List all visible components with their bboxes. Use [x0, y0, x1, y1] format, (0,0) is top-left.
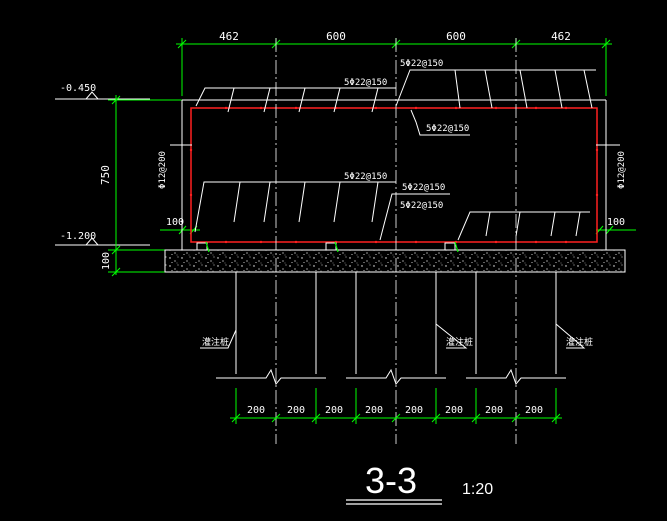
pile-label-leaders — [200, 323, 586, 349]
side-rebar-left-label: Φ12@200 — [158, 151, 168, 189]
pile-label-2: 灌注桩 — [446, 336, 473, 348]
elevation-top-label: -0.450 — [60, 83, 96, 94]
bottom-dim-6: 200 — [445, 405, 463, 416]
height-dimension-line — [108, 95, 182, 277]
bottom-dim-7: 200 — [485, 405, 503, 416]
gravel-cushion — [164, 249, 626, 273]
top-dim-2: 600 — [326, 30, 346, 43]
rebar-label-bot-3: 5Φ22@150 — [400, 201, 443, 211]
title-underline — [346, 499, 442, 505]
rebar-label-bot-2: 5Φ22@150 — [402, 183, 445, 193]
bottom-dim-2: 200 — [287, 405, 305, 416]
side-cover-dims — [160, 225, 636, 235]
scale-label: 1:20 — [462, 481, 493, 498]
rebar-dots — [189, 106, 599, 244]
rebar-cage — [190, 107, 598, 243]
center-lines — [275, 38, 517, 444]
top-dim-3: 600 — [446, 30, 466, 43]
green-hatch-marks — [205, 241, 459, 253]
rebar-label-top-1: 5Φ22@150 — [344, 78, 387, 88]
bottom-dim-1: 200 — [247, 405, 265, 416]
side-rebar-right-label: Φ12@200 — [617, 151, 627, 189]
section-title: 3-3 — [365, 460, 417, 501]
rebar-leaders-top — [195, 69, 596, 136]
top-dimension-line — [176, 38, 612, 96]
rebar-label-top-2: 5Φ22@150 — [400, 59, 443, 69]
rebar-leaders-bottom — [194, 181, 590, 241]
bearing-blocks — [196, 242, 456, 251]
bottom-dimension-line — [230, 388, 562, 424]
bottom-dim-4: 200 — [365, 405, 383, 416]
height-dim-label: 750 — [99, 165, 112, 185]
cushion-dim-label: 100 — [101, 252, 112, 270]
pile-label-3: 灌注桩 — [566, 336, 593, 348]
side-cover-right-label: 100 — [607, 217, 625, 228]
side-cover-left-label: 100 — [166, 217, 184, 228]
rebar-label-bot-1: 5Φ22@150 — [344, 172, 387, 182]
top-dim-1: 462 — [219, 30, 239, 43]
bottom-dim-5: 200 — [405, 405, 423, 416]
cap-outline — [181, 99, 607, 251]
rebar-label-top-3: 5Φ22@150 — [426, 124, 469, 134]
pile-label-1: 灌注桩 — [202, 336, 229, 348]
bottom-dim-8: 200 — [525, 405, 543, 416]
elevation-bottom-label: -1.200 — [60, 231, 96, 242]
elevation-marks — [55, 91, 150, 246]
top-dim-4: 462 — [551, 30, 571, 43]
bottom-dim-3: 200 — [325, 405, 343, 416]
piles — [216, 272, 566, 385]
